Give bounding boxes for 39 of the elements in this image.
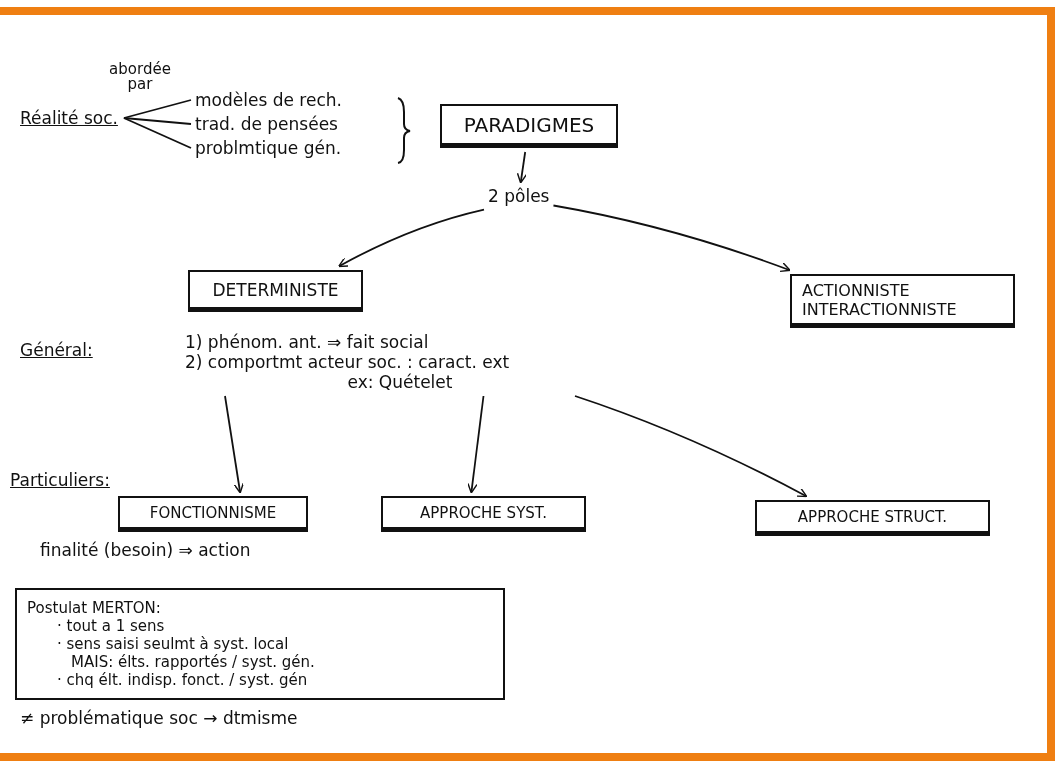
arrow: [516, 151, 528, 184]
box-label: Postulat MERTON:: [27, 599, 161, 617]
box-label: APPROCHE STRUCT.: [797, 507, 948, 526]
concept-box: [118, 496, 308, 532]
connector-line: [123, 117, 192, 149]
box-label: APPROCHE SYST.: [420, 503, 547, 522]
arrow: [224, 395, 244, 494]
note-text: ex: Quételet: [346, 372, 454, 392]
note-text: 2) comportmt acteur soc. : caract. ext: [185, 352, 511, 372]
concept-box: [381, 496, 586, 532]
heading-text: Réalité soc.: [20, 108, 118, 128]
connector-line: [123, 99, 192, 119]
node-text: 2 pôles: [488, 186, 550, 206]
arrow: [467, 395, 485, 494]
arrow: [574, 395, 808, 498]
concept-box: [755, 500, 990, 536]
box-label: · chq élt. indisp. fonct. / syst. gén: [56, 671, 308, 689]
arrow: [338, 208, 485, 268]
list-item: trad. de pensées: [195, 114, 338, 134]
note-text: 1) phénom. ant. ⇒ fait social: [185, 332, 430, 352]
box-label: FONCTIONNISME: [149, 503, 277, 522]
box-label: · tout a 1 sens: [56, 617, 165, 635]
annotation-text: abordée par: [108, 62, 172, 92]
note-text: finalité (besoin) ⇒ action: [40, 540, 251, 560]
postulate-box: [15, 588, 505, 700]
box-label: PARADIGMES: [463, 112, 595, 137]
concept-box: [790, 274, 1015, 328]
concept-box: [188, 270, 363, 312]
list-item: modèles de rech.: [195, 90, 342, 110]
box-label: ACTIONNISTE INTERACTIONNISTE: [802, 280, 958, 319]
arrow: [552, 204, 791, 273]
paradigm-box: [440, 104, 618, 148]
box-label: MAIS: élts. rapportés / syst. gén.: [70, 653, 315, 671]
box-label: · sens saisi seulmt à syst. local: [56, 635, 289, 653]
box-label: DETERMINISTE: [212, 279, 339, 300]
list-item: problmtique gén.: [195, 138, 342, 158]
connector-line: [123, 117, 192, 125]
section-heading: Particuliers:: [10, 470, 110, 490]
section-heading: Général:: [20, 340, 93, 360]
